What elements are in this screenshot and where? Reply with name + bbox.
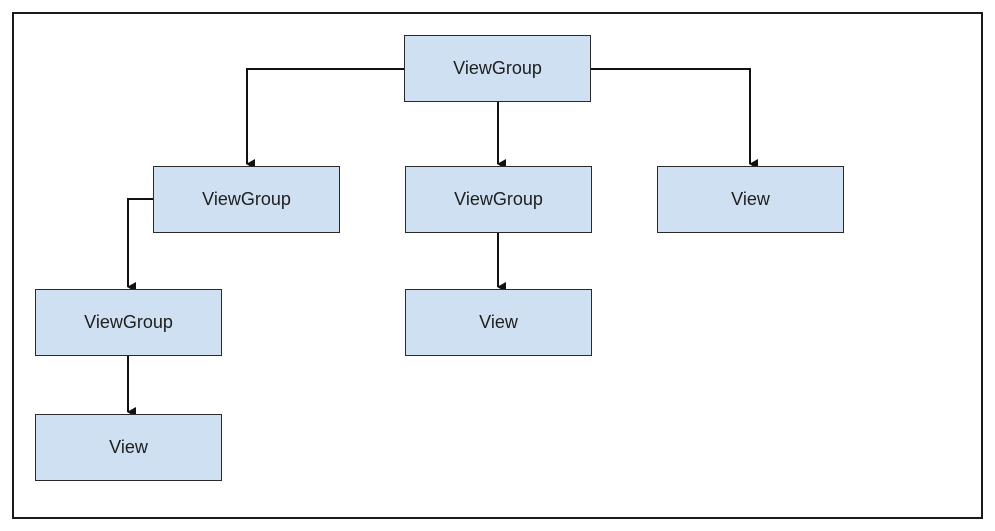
node-label: ViewGroup xyxy=(453,58,542,78)
node-label: ViewGroup xyxy=(202,189,291,209)
edge-root-to-left-viewgroup xyxy=(246,68,404,169)
node-right-view: View xyxy=(657,166,844,233)
node-label: View xyxy=(731,189,770,209)
node-middle-child-view: View xyxy=(405,289,592,356)
node-label: ViewGroup xyxy=(454,189,543,209)
node-left-viewgroup: ViewGroup xyxy=(153,166,340,233)
node-label: View xyxy=(109,437,148,457)
node-root-viewgroup: ViewGroup xyxy=(404,35,591,102)
edge-root-to-right-view xyxy=(591,68,758,169)
node-left-leaf-view: View xyxy=(35,414,222,481)
node-label: ViewGroup xyxy=(84,312,173,332)
node-middle-viewgroup: ViewGroup xyxy=(405,166,592,233)
node-label: View xyxy=(479,312,518,332)
edge-left-viewgroup-to-child-viewgroup xyxy=(127,198,153,292)
node-left-child-viewgroup: ViewGroup xyxy=(35,289,222,356)
